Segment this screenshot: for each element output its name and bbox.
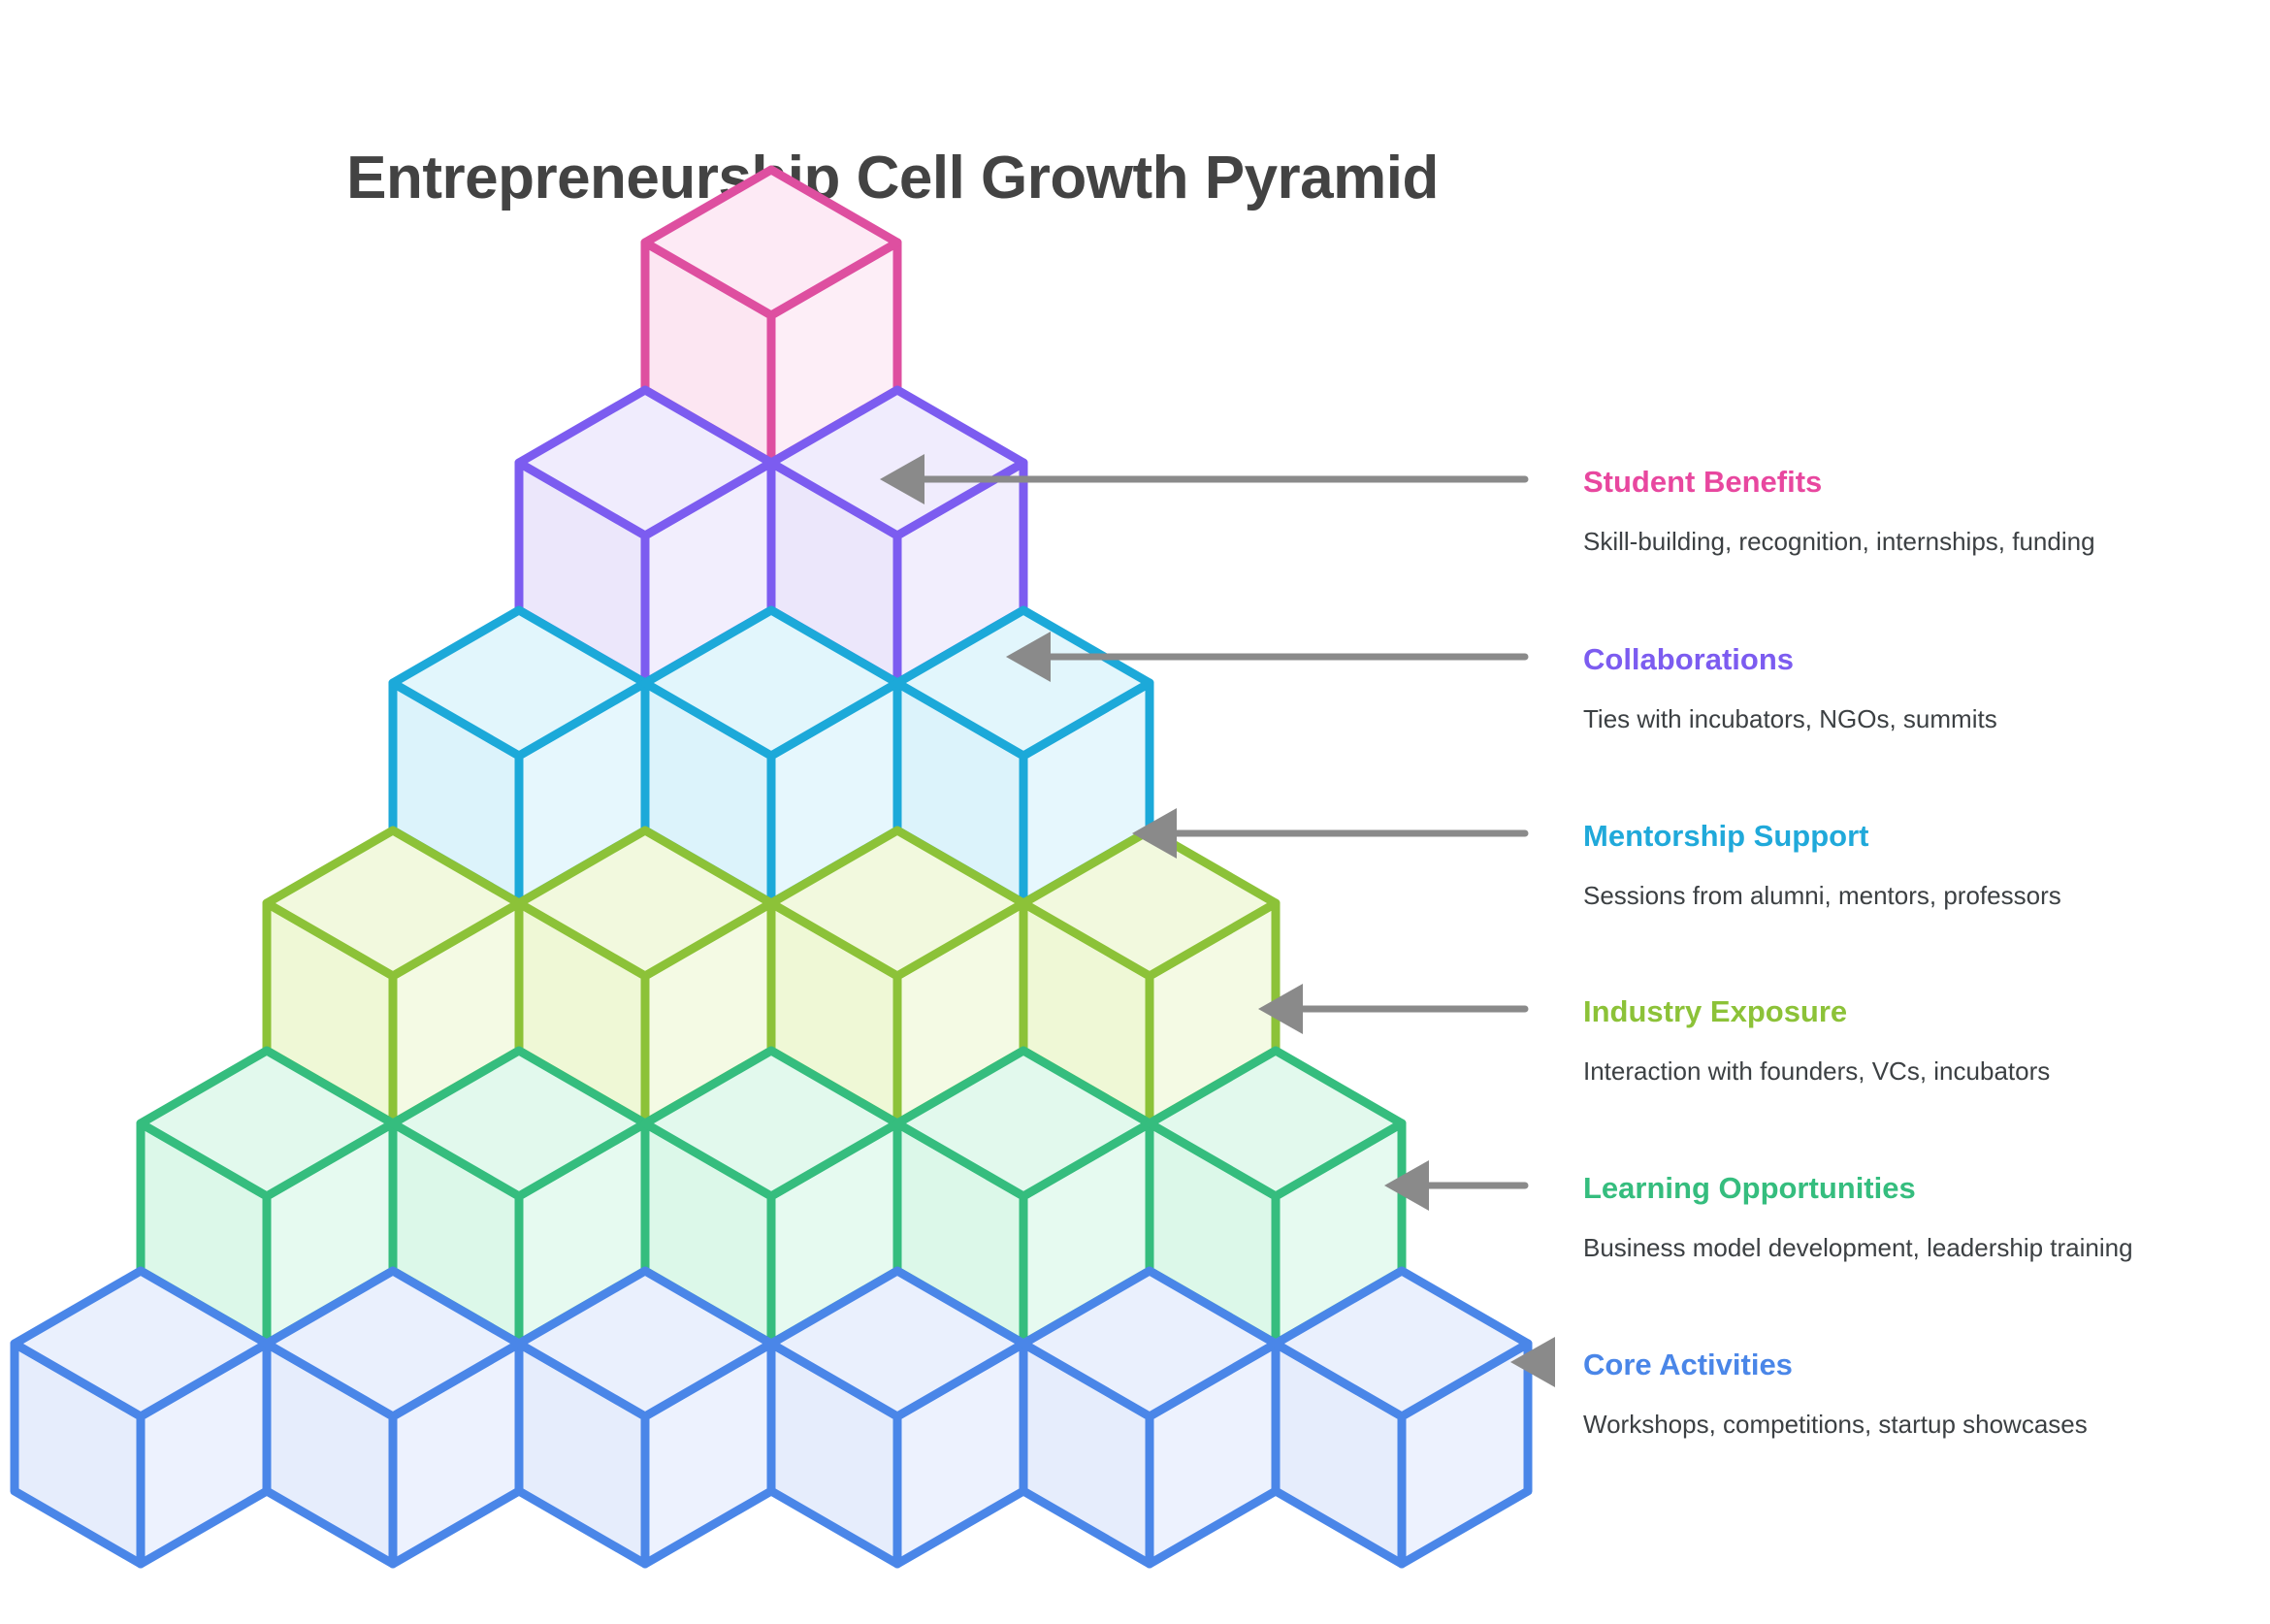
arrow-head-icon bbox=[1384, 1160, 1429, 1211]
arrow-head-icon bbox=[1132, 808, 1177, 859]
cube-face-top[interactable] bbox=[640, 605, 902, 761]
cube[interactable] bbox=[10, 1266, 272, 1569]
pyramid-level-3 bbox=[388, 605, 1154, 908]
label-description: Sessions from alumni, mentors, professor… bbox=[1583, 881, 2061, 911]
cube-face-top[interactable] bbox=[766, 385, 1028, 540]
label-title: Learning Opportunities bbox=[1583, 1171, 1916, 1205]
label-description: Workshops, competitions, startup showcas… bbox=[1583, 1410, 2088, 1440]
label-title: Industry Exposure bbox=[1583, 994, 1848, 1028]
cube-face-top[interactable] bbox=[640, 165, 902, 320]
label-title: Collaborations bbox=[1583, 642, 1795, 676]
cube-face-top[interactable] bbox=[1271, 1266, 1533, 1421]
cube[interactable] bbox=[1271, 1266, 1533, 1569]
cube-face-top[interactable] bbox=[262, 826, 524, 981]
cube-face-top[interactable] bbox=[514, 826, 776, 981]
cube-face-top[interactable] bbox=[514, 385, 776, 540]
cube[interactable] bbox=[1019, 1266, 1281, 1569]
cube-face-top[interactable] bbox=[388, 605, 650, 761]
label-title: Mentorship Support bbox=[1583, 819, 1869, 853]
arrow-head-icon bbox=[1510, 1337, 1555, 1387]
label-description: Interaction with founders, VCs, incubato… bbox=[1583, 1056, 2051, 1087]
cube-face-top[interactable] bbox=[388, 1046, 650, 1201]
arrow-head-icon bbox=[1006, 632, 1051, 682]
pyramid-level-2 bbox=[514, 385, 1028, 688]
connector-lines bbox=[880, 454, 1555, 1387]
label-description: Ties with incubators, NGOs, summits bbox=[1583, 704, 1997, 734]
cube-face-top[interactable] bbox=[262, 1266, 524, 1421]
cube-face-top[interactable] bbox=[1019, 826, 1281, 981]
arrow-head-icon bbox=[1258, 984, 1303, 1034]
label-title: Core Activities bbox=[1583, 1348, 1793, 1381]
cube-face-top[interactable] bbox=[10, 1266, 272, 1421]
cube-face-top[interactable] bbox=[766, 1266, 1028, 1421]
pyramid-level-5 bbox=[136, 1046, 1407, 1348]
cube[interactable] bbox=[262, 1266, 524, 1569]
cube[interactable] bbox=[766, 1266, 1028, 1569]
cube-stack bbox=[10, 165, 1533, 1569]
page-title: Entrepreneurship Cell Growth Pyramid bbox=[346, 145, 1439, 211]
label-title: Student Benefits bbox=[1583, 465, 1823, 499]
cube[interactable] bbox=[1145, 1046, 1407, 1348]
cube-face-top[interactable] bbox=[136, 1046, 398, 1201]
label-description: Skill-building, recognition, internships… bbox=[1583, 527, 2095, 557]
label-description: Business model development, leadership t… bbox=[1583, 1233, 2133, 1263]
cube-face-top[interactable] bbox=[766, 826, 1028, 981]
cube-face-top[interactable] bbox=[1145, 1046, 1407, 1201]
pyramid-level-6 bbox=[10, 1266, 1533, 1569]
cube-face-top[interactable] bbox=[514, 1266, 776, 1421]
cube-face-top[interactable] bbox=[1019, 1266, 1281, 1421]
cube-face-top[interactable] bbox=[640, 1046, 902, 1201]
arrow-head-icon bbox=[880, 454, 924, 504]
cube-face-top[interactable] bbox=[892, 1046, 1154, 1201]
